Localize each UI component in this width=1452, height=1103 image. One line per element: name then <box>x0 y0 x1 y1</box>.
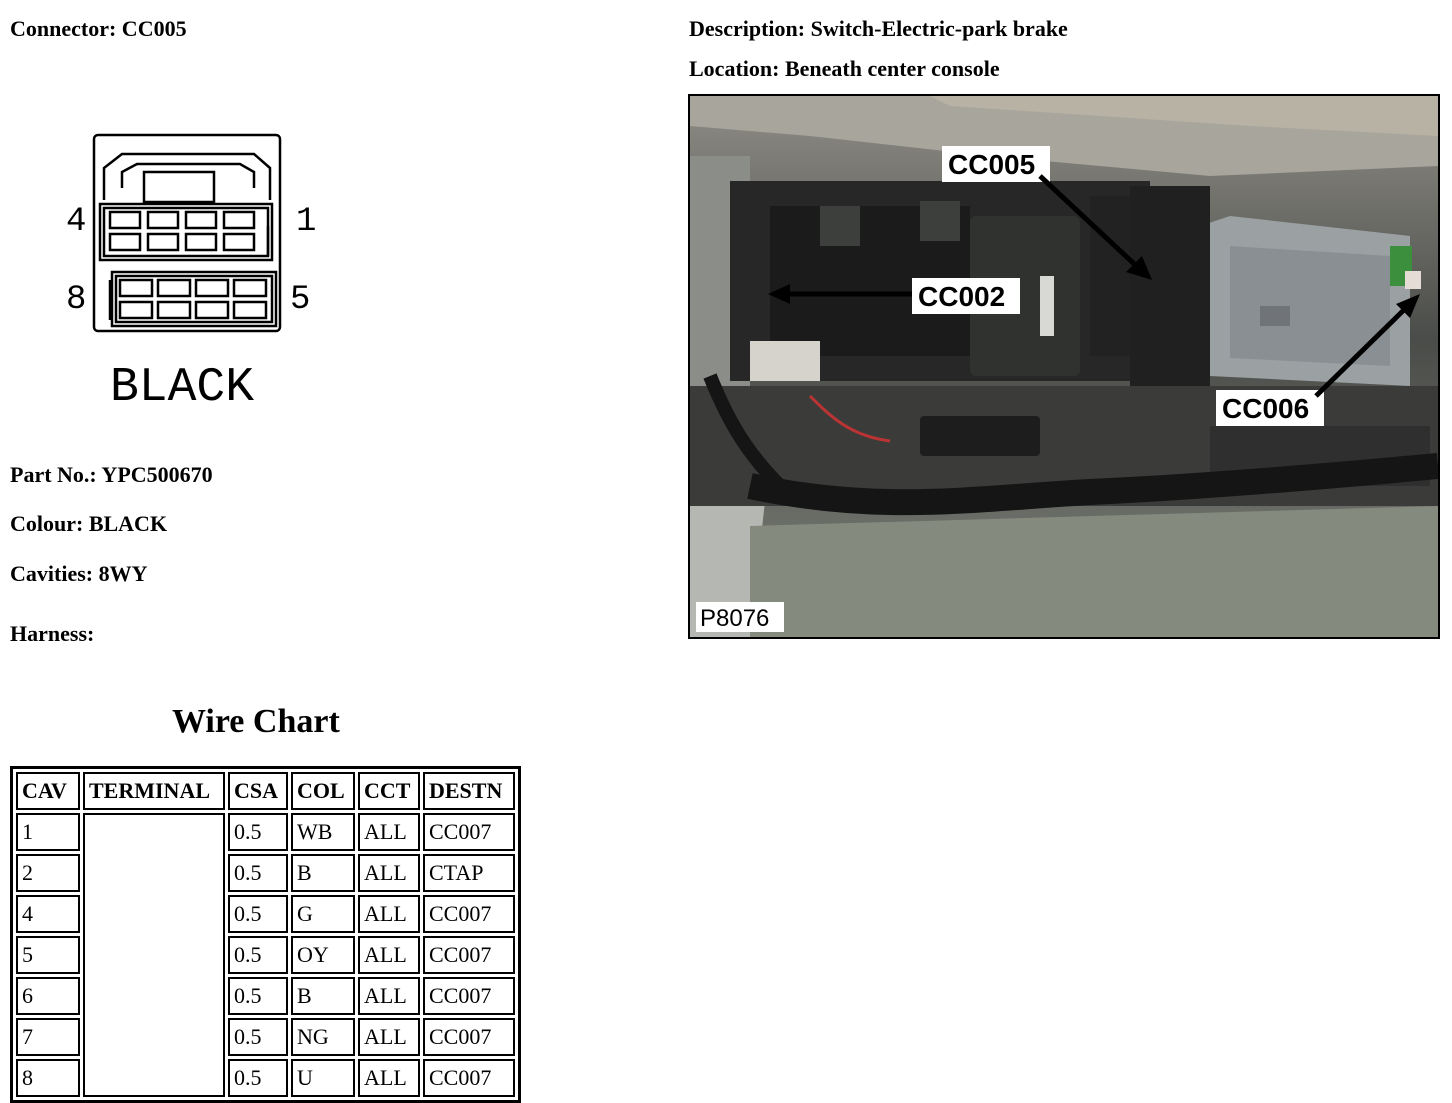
cell-csa: 0.5 <box>228 854 288 892</box>
cell-cav: 4 <box>16 895 80 933</box>
cell-cav: 8 <box>16 1059 80 1097</box>
cell-cct: ALL <box>358 1018 420 1056</box>
wire-chart-header-row: CAV TERMINAL CSA COL CCT DESTN <box>16 772 515 810</box>
cell-cct: ALL <box>358 1059 420 1097</box>
connector-color-word: BLACK <box>110 361 254 415</box>
photo-id-badge: P8076 <box>696 602 784 632</box>
cell-cav: 6 <box>16 977 80 1015</box>
col-header-terminal: TERMINAL <box>83 772 225 810</box>
cell-csa: 0.5 <box>228 895 288 933</box>
callout-cc005: CC005 <box>942 146 1152 280</box>
pin-label-5: 5 <box>290 281 310 319</box>
table-row: 4 0.5 G ALL CC007 <box>16 895 515 933</box>
cell-csa: 0.5 <box>228 977 288 1015</box>
cell-destn: CC007 <box>423 1018 515 1056</box>
col-header-cct: CCT <box>358 772 420 810</box>
cell-csa: 0.5 <box>228 813 288 851</box>
col-header-destn: DESTN <box>423 772 515 810</box>
callout-cc002: CC002 <box>768 278 1020 314</box>
table-row: 6 0.5 B ALL CC007 <box>16 977 515 1015</box>
cell-cav: 2 <box>16 854 80 892</box>
harness-label: Harness: <box>10 621 95 646</box>
callout-cc002-label: CC002 <box>918 281 1005 312</box>
table-row: 1 0.5 WB ALL CC007 <box>16 813 515 1097</box>
colour-label: Colour: BLACK <box>10 511 168 536</box>
pin-label-1: 1 <box>296 203 316 241</box>
table-row: 5 0.5 OY ALL CC007 <box>16 936 515 974</box>
callout-cc006-label: CC006 <box>1222 393 1309 424</box>
callout-cc005-label: CC005 <box>948 149 1035 180</box>
location-label: Location: Beneath center console <box>689 56 1000 81</box>
cell-csa: 0.5 <box>228 1018 288 1056</box>
col-header-cav: CAV <box>16 772 80 810</box>
photo-id-label: P8076 <box>700 605 769 632</box>
cell-col: G <box>291 895 355 933</box>
callout-cc006: CC006 <box>1216 294 1420 426</box>
wire-chart-table: CAV TERMINAL CSA COL CCT DESTN 1 0.5 WB … <box>10 766 521 1103</box>
cell-col: OY <box>291 936 355 974</box>
description-label: Description: Switch-Electric-park brake <box>689 16 1068 41</box>
col-header-col: COL <box>291 772 355 810</box>
connector-label: Connector: CC005 <box>10 16 187 41</box>
connector-face-diagram: 4 1 8 5 BLACK <box>62 130 322 420</box>
cell-cct: ALL <box>358 977 420 1015</box>
cell-destn: CC007 <box>423 895 515 933</box>
table-row: 7 0.5 NG ALL CC007 <box>16 1018 515 1056</box>
cell-destn: CC007 <box>423 813 515 851</box>
cell-col: B <box>291 977 355 1015</box>
cell-cav: 1 <box>16 813 80 851</box>
cell-destn: CC007 <box>423 936 515 974</box>
table-row: 8 0.5 U ALL CC007 <box>16 1059 515 1097</box>
cell-cct: ALL <box>358 895 420 933</box>
part-number-label: Part No.: YPC500670 <box>10 462 213 487</box>
cell-destn: CTAP <box>423 854 515 892</box>
pin-label-8: 8 <box>66 281 86 319</box>
location-photo: CC005 CC002 CC006 P8076 <box>688 94 1440 639</box>
cell-col: U <box>291 1059 355 1097</box>
cell-cav: 7 <box>16 1018 80 1056</box>
cell-csa: 0.5 <box>228 936 288 974</box>
cell-csa: 0.5 <box>228 1059 288 1097</box>
cell-terminal <box>83 813 225 1097</box>
col-header-csa: CSA <box>228 772 288 810</box>
cell-cct: ALL <box>358 813 420 851</box>
cell-destn: CC007 <box>423 1059 515 1097</box>
cell-col: WB <box>291 813 355 851</box>
cell-cav: 5 <box>16 936 80 974</box>
table-row: 2 0.5 B ALL CTAP <box>16 854 515 892</box>
cavities-label: Cavities: 8WY <box>10 561 148 586</box>
cell-col: NG <box>291 1018 355 1056</box>
cell-cct: ALL <box>358 854 420 892</box>
cell-cct: ALL <box>358 936 420 974</box>
pin-label-4: 4 <box>66 203 86 241</box>
cell-col: B <box>291 854 355 892</box>
wire-chart-title: Wire Chart <box>172 703 340 740</box>
cell-destn: CC007 <box>423 977 515 1015</box>
